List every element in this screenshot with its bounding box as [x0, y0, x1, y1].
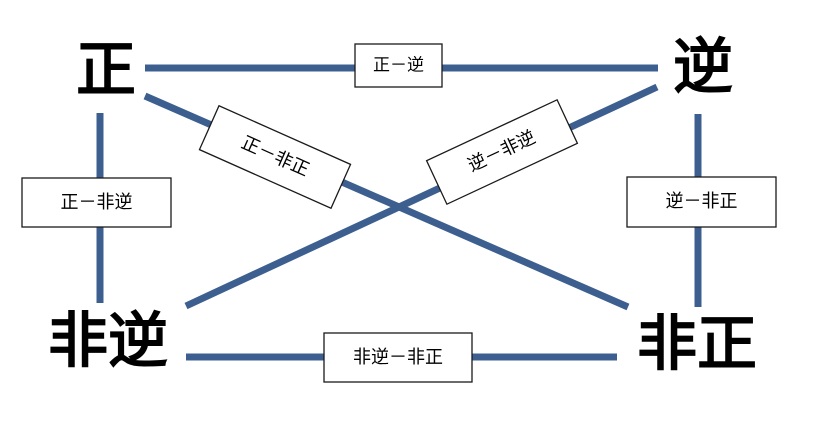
connector-lines: [96, 64, 702, 361]
edge-box-diag-up: 逆－非逆: [425, 98, 579, 206]
edge-box-top: 正－逆: [354, 43, 443, 88]
edge-label-right: 逆－非正: [666, 191, 738, 212]
corner-bottom-left: 非逆: [48, 307, 168, 377]
edge-label-bottom: 非逆－非正: [353, 347, 443, 368]
edge-box-right: 逆－非正: [626, 176, 777, 228]
edge-box-left: 正－非逆: [21, 177, 172, 228]
corner-bottom-right: 非正: [637, 310, 757, 380]
edge-box-bottom: 非逆－非正: [323, 332, 473, 383]
edge-label-top: 正－逆: [373, 56, 424, 76]
edge-box-diag-down: 正－非正: [198, 104, 352, 210]
corner-top-right: 逆: [673, 33, 733, 103]
corner-top-left: 正: [76, 36, 136, 106]
edge-label-left: 正－非逆: [61, 192, 133, 213]
line-diag-up: [184, 83, 659, 310]
